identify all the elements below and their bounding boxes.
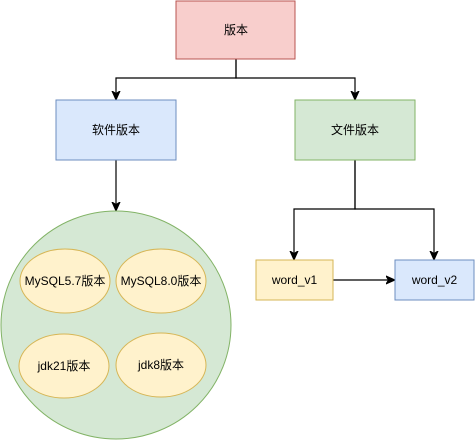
node-mysql80-ellipse: [115, 248, 207, 314]
node-root[interactable]: 版本: [175, 0, 296, 60]
node-file-version[interactable]: 文件版本: [294, 99, 416, 161]
node-jdk8-label: jdk8版本: [137, 358, 184, 372]
edge-file-to-word-v1: [294, 160, 356, 259]
node-word-v1[interactable]: word_v1: [255, 259, 334, 301]
node-software-group[interactable]: [0, 210, 232, 440]
node-mysql57[interactable]: MySQL5.7版本: [19, 248, 111, 314]
node-software-version-box: [55, 99, 177, 161]
node-mysql80[interactable]: MySQL8.0版本: [115, 248, 207, 314]
node-software-version-label: 软件版本: [92, 123, 140, 137]
edge-file-to-word-v2: [354, 160, 434, 259]
node-software-version[interactable]: 软件版本: [55, 99, 177, 161]
node-word-v1-label: word_v1: [271, 273, 318, 287]
node-word-v2-label: word_v2: [411, 273, 458, 287]
node-jdk8[interactable]: jdk8版本: [115, 332, 207, 398]
node-root-box: [175, 0, 296, 60]
edge-root-to-software: [116, 59, 237, 99]
node-jdk8-ellipse: [115, 332, 207, 398]
node-software-group-circle: [0, 210, 232, 440]
node-mysql57-label: MySQL5.7版本: [25, 274, 106, 288]
edge-root-to-file: [235, 59, 355, 99]
node-word-v1-box: [255, 259, 334, 301]
node-word-v2-box: [394, 259, 475, 301]
node-jdk21[interactable]: jdk21版本: [18, 333, 110, 399]
node-file-version-label: 文件版本: [331, 122, 379, 137]
node-word-v2[interactable]: word_v2: [394, 259, 475, 301]
node-mysql80-label: MySQL8.0版本: [121, 274, 202, 288]
node-file-version-box: [294, 99, 416, 161]
node-jdk21-label: jdk21版本: [37, 359, 91, 373]
node-root-label: 版本: [224, 23, 248, 37]
node-mysql57-ellipse: [19, 248, 111, 314]
node-jdk21-ellipse: [18, 333, 110, 399]
